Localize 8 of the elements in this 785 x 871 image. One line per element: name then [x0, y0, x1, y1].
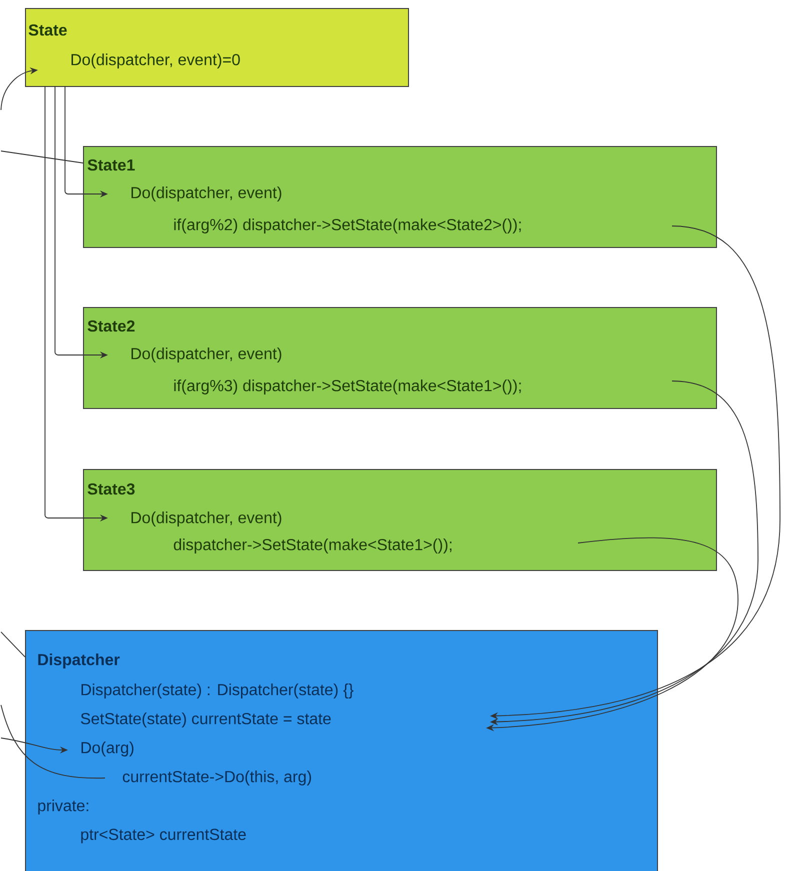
- class-box: Dispatcher Dispatcher(state) : Dispatcher(state) {} SetState(state) currentState = state Do(arg) currentState->Do(this, arg) private: ptr<State> currentState: [25, 630, 658, 871]
- class-box: State Do(dispatcher, event)=0: [25, 8, 409, 87]
- class-box: State2 Do(dispatcher, event) if(arg%3) dispatcher->SetState(make<State1>());: [83, 307, 717, 409]
- connector-line: [0, 632, 26, 658]
- connector-line: [0, 150, 84, 164]
- connector-line: [0, 704, 106, 778]
- class-box: State1 Do(dispatcher, event) if(arg%2) dispatcher->SetState(make<State2>());: [83, 146, 717, 248]
- class-box: State3 Do(dispatcher, event) dispatcher->SetState(make<State1>());: [83, 469, 717, 571]
